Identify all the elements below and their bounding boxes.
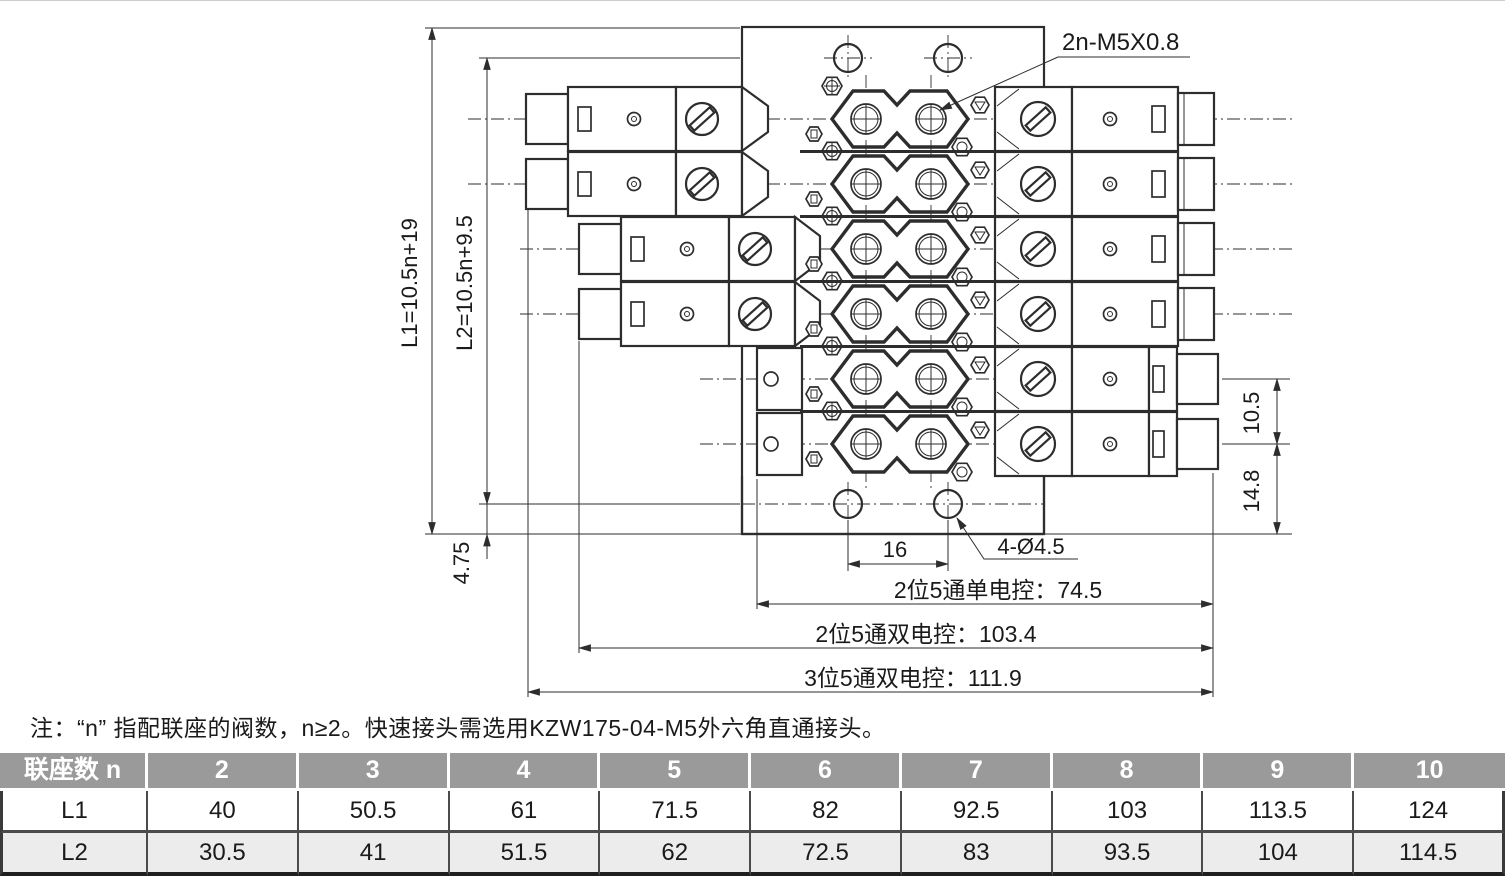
dim-l1: L1=10.5n+19 (397, 218, 422, 348)
table-cell: 30.5 (148, 833, 299, 876)
table-cell: 50.5 (298, 791, 450, 833)
row-label: L1 (0, 791, 148, 833)
valve-row-6 (700, 400, 1292, 488)
table-header-cell: 10 (1354, 753, 1505, 791)
dim-10-5: 10.5 (1239, 392, 1264, 435)
dim-4-75: 4.75 (449, 542, 474, 585)
table-cell: 82 (751, 791, 902, 833)
table-header-cell: 2 (148, 753, 299, 791)
dimensions-table: 联座数 n 2 3 4 5 6 7 8 9 10 L1 40 50.5 61 7… (0, 753, 1505, 876)
station-separators (800, 150, 1038, 413)
table-header-cell: 9 (1203, 753, 1355, 791)
table-cell: 114.5 (1354, 833, 1505, 876)
table-cell: 83 (901, 833, 1053, 876)
table-cell: 51.5 (449, 833, 601, 876)
row-label: L2 (0, 833, 148, 876)
table-cell: 72.5 (751, 833, 902, 876)
table-cell: 41 (298, 833, 450, 876)
table-cell: 103 (1052, 791, 1204, 833)
table-header-cell: 5 (600, 753, 752, 791)
table-header-cell: 8 (1052, 753, 1204, 791)
table-row-l1: L1 40 50.5 61 71.5 82 92.5 103 113.5 124 (0, 791, 1505, 833)
dim-double-solenoid: 2位5通双电控：103.4 (815, 621, 1036, 647)
table-row-l2: L2 30.5 41 51.5 62 72.5 83 93.5 104 114.… (0, 833, 1505, 876)
valve-manifold-drawing: L1=10.5n+19 L2=10.5n+9.5 4.75 16 4-Ø4.5 … (397, 25, 1505, 697)
dim-triple-solenoid: 3位5通双电控：111.9 (804, 665, 1022, 691)
dim-16: 16 (883, 537, 907, 562)
table-header-cell: 3 (298, 753, 450, 791)
table-cell: 61 (449, 791, 601, 833)
table-cell: 40 (148, 791, 299, 833)
hole-callout: 4-Ø4.5 (997, 534, 1064, 559)
valve-row-5 (700, 335, 1292, 423)
table-header-cell: 7 (901, 753, 1053, 791)
table-header-cell: 6 (751, 753, 902, 791)
manifold-bottom-plate (740, 476, 1046, 536)
table-header-cell: 联座数 n (0, 753, 148, 791)
table-header-cell: 4 (449, 753, 601, 791)
dimensions: L1=10.5n+19 L2=10.5n+9.5 4.75 16 4-Ø4.5 … (397, 26, 1290, 697)
table-header-row: 联座数 n 2 3 4 5 6 7 8 9 10 (0, 753, 1505, 791)
table-cell: 62 (600, 833, 752, 876)
dim-14-8: 14.8 (1239, 470, 1264, 513)
note-text: 注：“n” 指配联座的阀数，n≥2。快速接头需选用KZW175-04-M5外六角… (30, 715, 886, 741)
table-cell: 113.5 (1203, 791, 1355, 833)
dim-l2: L2=10.5n+9.5 (452, 215, 477, 351)
table-cell: 92.5 (901, 791, 1053, 833)
thread-callout: 2n-M5X0.8 (1062, 29, 1179, 56)
dim-single-solenoid: 2位5通单电控：74.5 (894, 577, 1102, 603)
table-cell: 104 (1203, 833, 1355, 876)
table-cell: 93.5 (1052, 833, 1204, 876)
table-cell: 124 (1354, 791, 1505, 833)
table-cell: 71.5 (600, 791, 752, 833)
